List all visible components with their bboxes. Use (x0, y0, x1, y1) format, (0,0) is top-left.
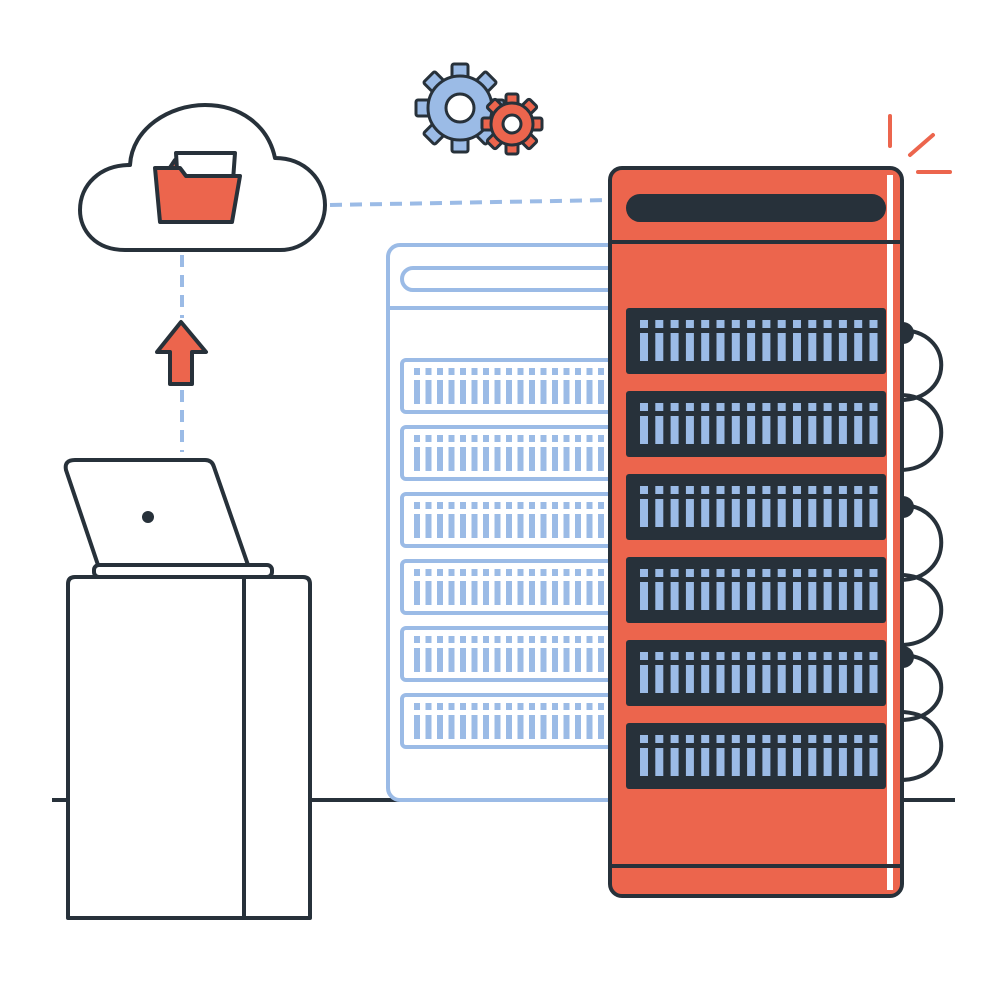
background-drive-bay (400, 358, 629, 414)
upload-arrow-icon (155, 320, 208, 386)
red-gear-icon (480, 92, 544, 156)
front-rack-drives (626, 308, 886, 789)
rack-cables (899, 328, 944, 782)
desk (66, 575, 312, 920)
rack-top-slot (626, 194, 886, 222)
drive-bay (626, 474, 886, 540)
background-server-rack (386, 243, 630, 802)
background-drive-bay (400, 425, 629, 481)
drive-bay (626, 723, 886, 789)
drive-bay (626, 557, 886, 623)
cloud-to-server-connector (329, 198, 611, 207)
gears-icon (414, 62, 544, 156)
background-drive-bay (400, 492, 629, 548)
drive-bay (626, 308, 886, 374)
background-drive-bay (400, 559, 629, 615)
alert-lines-icon (888, 114, 952, 174)
laptop-logo (142, 511, 154, 523)
background-drive-bay (400, 693, 629, 749)
server-rack-icon (608, 166, 944, 898)
drive-bay (626, 640, 886, 706)
folder-icon (153, 151, 242, 224)
background-drive-bay (400, 626, 629, 682)
drive-bay (626, 391, 886, 457)
laptop-icon (63, 458, 274, 579)
